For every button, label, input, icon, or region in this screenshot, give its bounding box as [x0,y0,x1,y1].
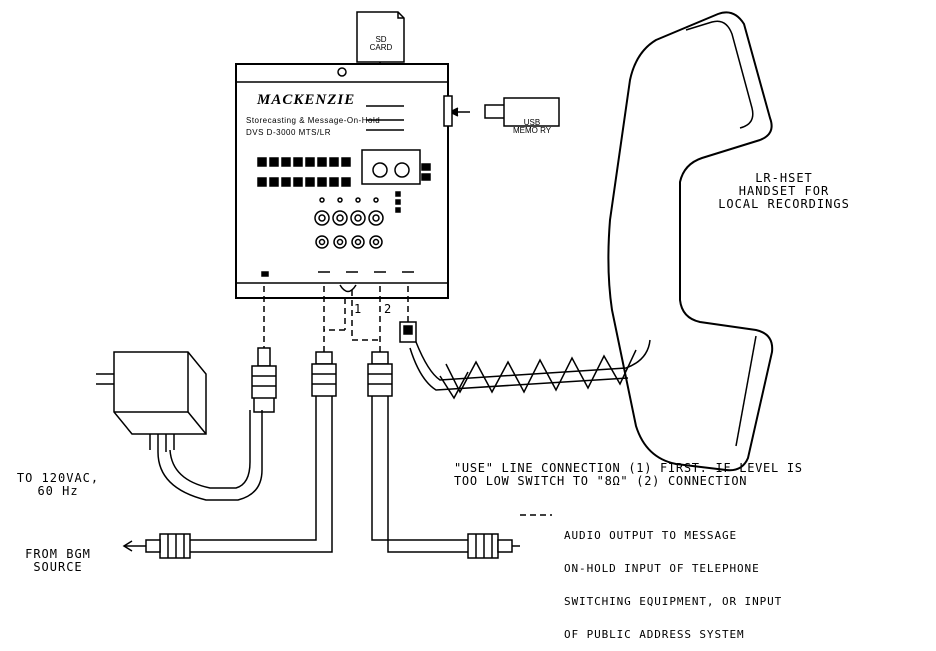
power-plug-icon [251,347,277,413]
device-unit [235,63,453,299]
connection-number-1: 1 [354,302,363,316]
bottom-port-markers [261,271,414,277]
handset-modular-plug [399,321,417,343]
wiring-diagram [96,11,774,559]
audio-output-rca-plug [467,533,520,559]
bgm-input-cable [190,351,337,553]
audio-output-label: AUDIO OUTPUT TO MESSAGE ON-HOLD INPUT OF… [564,529,783,641]
dials-panel [361,149,431,185]
status-leds [395,191,401,213]
usb-memory-icon [448,97,560,127]
handset-icon [607,11,774,472]
dashed-connections [263,286,552,516]
bgm-source-rca-plug [122,533,191,559]
dip-switch-bank-top [257,157,351,167]
power-source-label: TO 120VAC,60 Hz [16,471,100,498]
device-subtitle: Storecasting & Message-On-Hold [246,116,381,125]
device-model: DVS D-3000 MTS/LR [246,128,331,137]
audio-output-cable [367,351,468,553]
knobs-row [319,197,379,203]
jacks-row-1 [314,210,384,226]
jacks-row-2 [315,235,383,249]
sd-card-icon [356,11,405,63]
power-adapter-icon [96,351,263,501]
coiled-handset-cord [409,339,651,400]
device-brand: MACKENZIE [257,92,356,108]
dip-switch-bank-bottom [257,177,351,187]
connection-number-2: 2 [384,302,393,316]
line-connection-note: "USE" LINE CONNECTION (1) FIRST. IF LEVE… [454,461,803,488]
